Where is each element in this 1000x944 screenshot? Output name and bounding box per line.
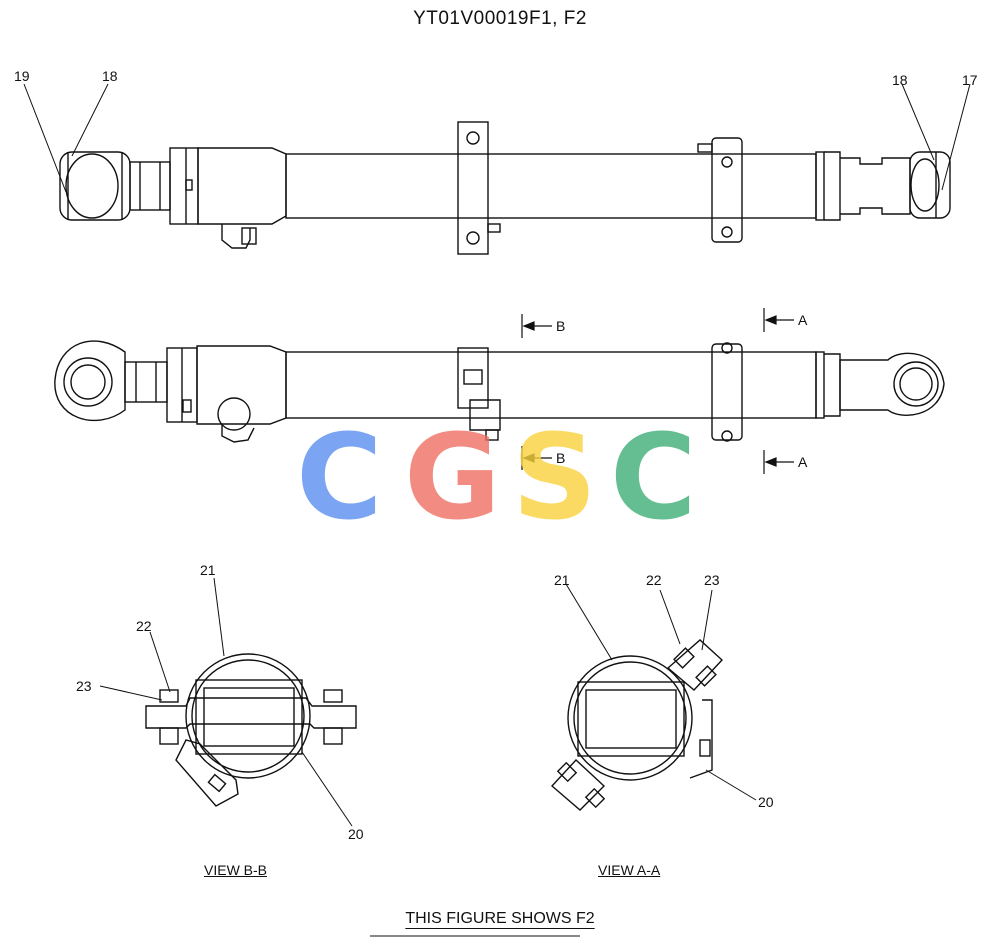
watermark-letter: G xyxy=(404,408,501,546)
section-a-top: A xyxy=(798,312,808,328)
callout-19: 19 xyxy=(14,68,30,84)
callout-18-right: 18 xyxy=(892,72,908,88)
view-bb-label: VIEW B-B xyxy=(204,862,268,878)
cylinder-side-view xyxy=(54,340,945,443)
callout-aa-21: 21 xyxy=(554,572,570,588)
callout-18-left: 18 xyxy=(102,68,118,84)
callout-bb-20: 20 xyxy=(348,826,364,842)
callout-aa-22: 22 xyxy=(646,572,662,588)
callout-17: 17 xyxy=(962,72,978,88)
section-a-bottom: A xyxy=(798,454,808,470)
view-aa-detail xyxy=(550,639,723,811)
watermark-letter: C xyxy=(610,408,697,546)
section-marks xyxy=(521,308,794,474)
callout-aa-23: 23 xyxy=(704,572,720,588)
view-bb-detail xyxy=(145,653,357,807)
leader-lines xyxy=(23,83,971,827)
watermark-letter: S xyxy=(512,408,597,546)
view-aa-label: VIEW A-A xyxy=(598,862,661,878)
callout-bb-23: 23 xyxy=(76,678,92,694)
callout-bb-21: 21 xyxy=(200,562,216,578)
diagram-title: YT01V00019F1, F2 xyxy=(413,8,587,29)
callout-aa-20: 20 xyxy=(758,794,774,810)
watermark-letter: C xyxy=(296,408,383,546)
callout-bb-22: 22 xyxy=(136,618,152,634)
section-b-bottom: B xyxy=(556,450,566,466)
cylinder-top-view xyxy=(59,121,951,255)
section-b-top: B xyxy=(556,318,566,334)
footer-note: THIS FIGURE SHOWS F2 xyxy=(405,910,595,927)
